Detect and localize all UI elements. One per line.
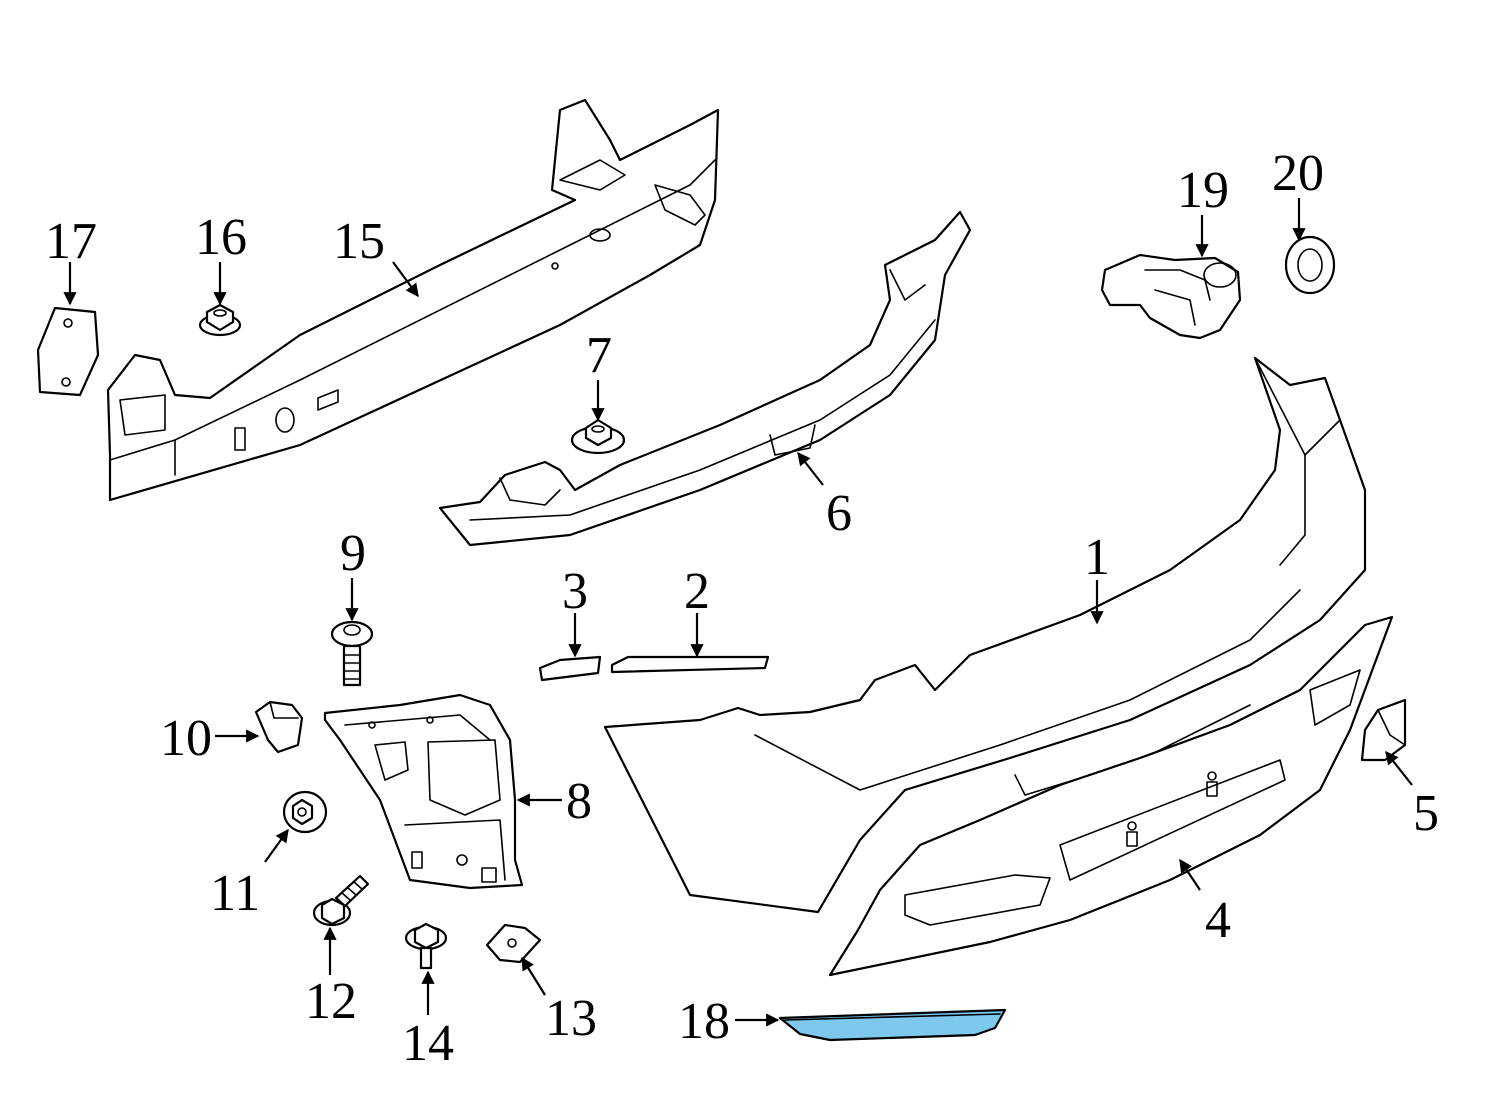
reinforcement-beam-part[interactable] xyxy=(106,98,720,502)
callout-6: 6 xyxy=(826,485,852,542)
callout-1: 1 xyxy=(1084,529,1110,586)
highlighted-trim-shape xyxy=(778,1008,1007,1042)
callout-18: 18 xyxy=(678,993,730,1050)
flange-bolt-part[interactable] xyxy=(404,922,448,970)
hex-bolt-part[interactable] xyxy=(312,874,370,927)
parking-sensor-part[interactable] xyxy=(1100,253,1242,340)
push-clip-part[interactable] xyxy=(254,700,304,754)
energy-absorber-part[interactable] xyxy=(438,210,972,547)
strip-part[interactable] xyxy=(610,655,770,674)
callout-3: 3 xyxy=(562,563,588,620)
callout-20: 20 xyxy=(1272,145,1324,202)
callout-11: 11 xyxy=(210,865,260,922)
callout-5: 5 xyxy=(1413,785,1439,842)
highlighted-lower-trim-part[interactable] xyxy=(778,1008,1007,1042)
pad-part[interactable] xyxy=(538,655,602,682)
callout-16: 16 xyxy=(195,209,247,266)
shoulder-bolt-part[interactable] xyxy=(330,620,374,687)
callout-13: 13 xyxy=(545,990,597,1047)
spring-clip-part[interactable] xyxy=(485,923,542,964)
lower-valance-part[interactable] xyxy=(828,615,1394,977)
callout-7: 7 xyxy=(586,327,612,384)
leader-lines xyxy=(63,198,1413,1027)
callout-12: 12 xyxy=(305,973,357,1030)
sensor-grommet-part[interactable] xyxy=(1284,235,1336,295)
lock-nut-part[interactable] xyxy=(282,790,328,834)
callout-10: 10 xyxy=(160,710,212,767)
flange-nut-part[interactable] xyxy=(198,303,242,337)
callout-2: 2 xyxy=(684,563,710,620)
callout-17: 17 xyxy=(45,213,97,270)
callout-9: 9 xyxy=(340,525,366,582)
callout-8: 8 xyxy=(566,773,592,830)
callout-4: 4 xyxy=(1205,892,1231,949)
mounting-plate-part[interactable] xyxy=(36,306,100,397)
side-bracket-part[interactable] xyxy=(323,693,524,890)
reflector-part[interactable] xyxy=(1360,698,1407,762)
callout-14: 14 xyxy=(402,1015,454,1072)
clip-nut-part[interactable] xyxy=(570,418,626,455)
callout-15: 15 xyxy=(333,213,385,270)
callout-19: 19 xyxy=(1177,162,1229,219)
callout-labels: 1 2 3 4 5 6 7 8 9 10 11 12 13 14 15 16 1… xyxy=(45,145,1439,1072)
